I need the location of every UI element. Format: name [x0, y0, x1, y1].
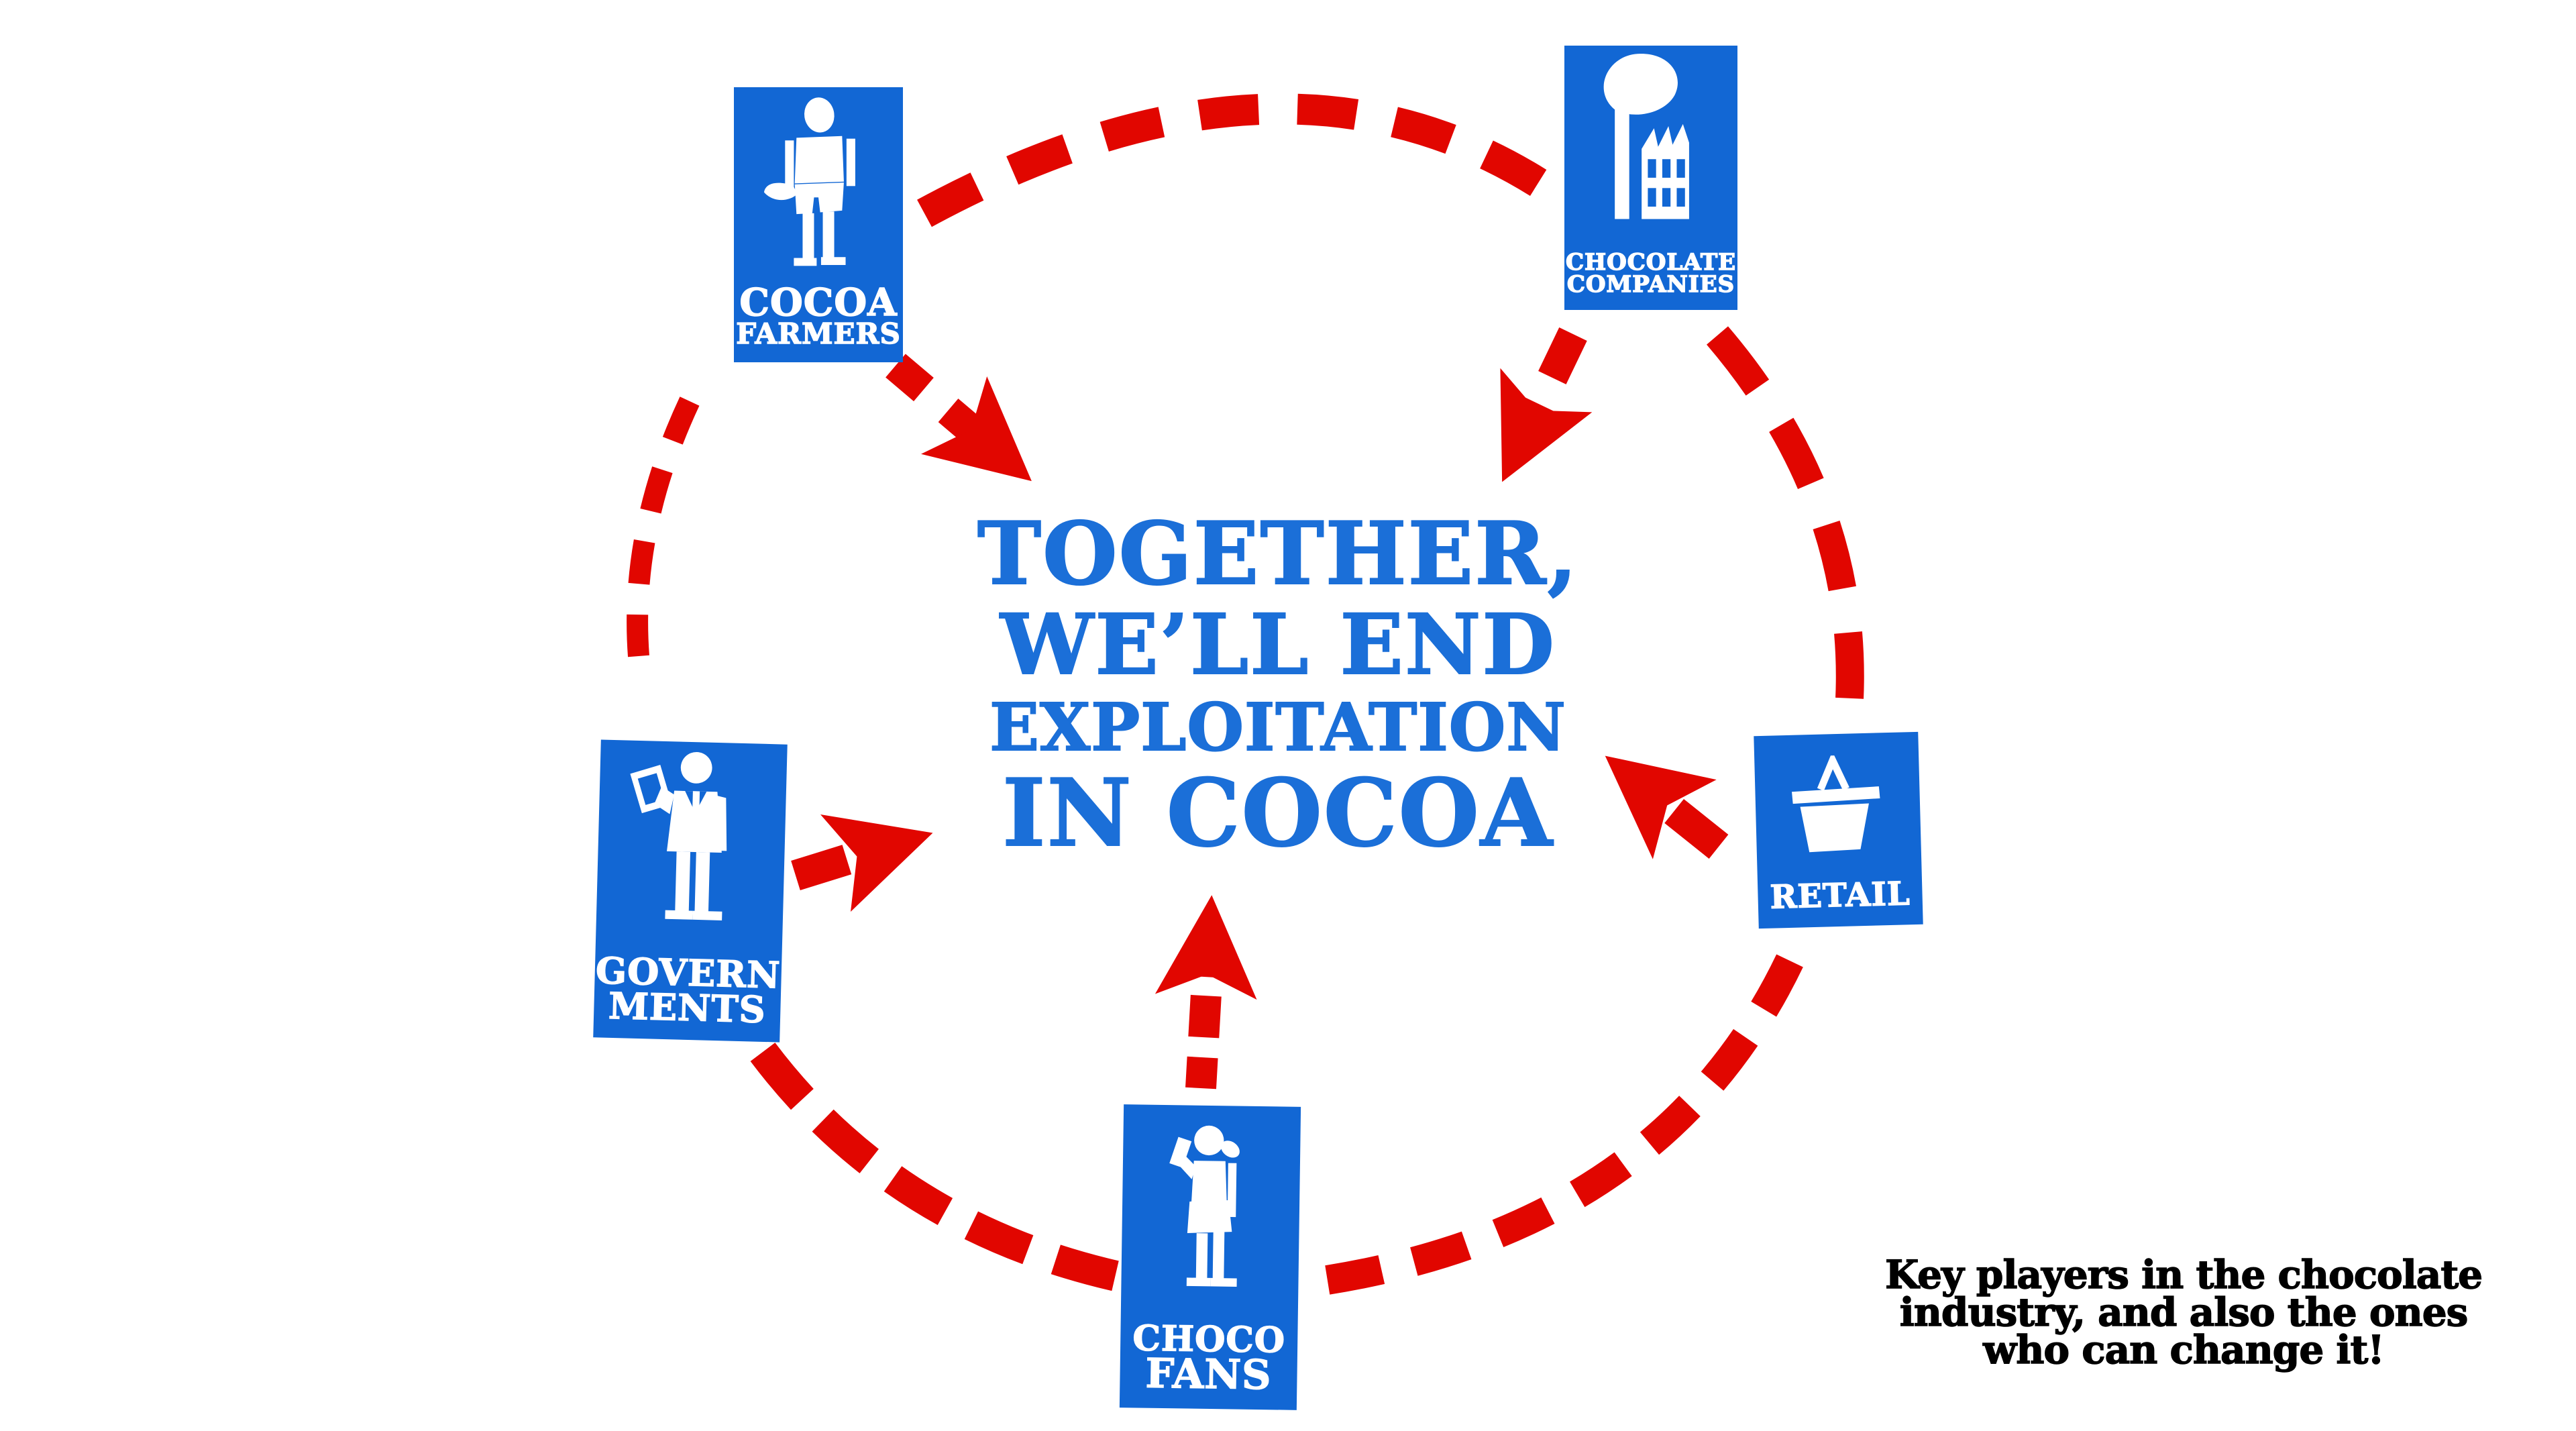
arrow-governments-to-center	[791, 814, 933, 912]
player-label: FARMERS	[735, 317, 901, 351]
farmer-with-machete-icon	[763, 97, 855, 266]
player-label: COCOA	[739, 280, 898, 325]
dashed-arc-bottom-left	[750, 1043, 1123, 1292]
center-message-line: EXPLOITATION	[989, 689, 1566, 765]
dashed-arc-right	[1707, 326, 1864, 700]
dashed-arc-bottom-right	[1307, 954, 1803, 1297]
center-message-line: TOGETHER,	[977, 504, 1579, 604]
caption-line: who can change it!	[1983, 1327, 2385, 1373]
official-with-clipboard-icon	[630, 752, 727, 921]
arrow-chocolate-companies-to-center	[1500, 327, 1593, 482]
player-label: CHOCOLATE	[1565, 249, 1737, 276]
player-card-retail: RETAIL	[1754, 731, 1923, 929]
player-label: RETAIL	[1769, 875, 1911, 917]
caption: Key players in the chocolate industry, a…	[1865, 1252, 2502, 1373]
factory-icon	[1603, 53, 1689, 219]
player-card-cocoa-farmers: COCOA FARMERS	[734, 87, 903, 362]
center-message-line: IN COCOA	[1002, 758, 1554, 867]
arrow-retail-to-center	[1605, 755, 1729, 859]
center-message: TOGETHER, WE’LL END EXPLOITATION IN COCO…	[976, 504, 1580, 867]
player-card-chocolate-companies: CHOCOLATE COMPANIES	[1564, 46, 1737, 310]
player-card-governments: GOVERN MENTS	[593, 739, 788, 1043]
player-card-choco-fans: CHOCO FANS	[1119, 1104, 1301, 1410]
dashed-arc-top	[917, 93, 1557, 227]
arrow-choco-fans-to-center	[1155, 895, 1257, 1090]
chocolate-eater-icon	[1169, 1126, 1240, 1287]
caption-line: Key players in the chocolate	[1884, 1252, 2483, 1297]
player-label: FANS	[1144, 1350, 1272, 1399]
shopping-basket-icon	[1792, 754, 1880, 853]
player-label: COMPANIES	[1566, 270, 1735, 298]
arrow-cocoa-farmers-to-center	[885, 354, 1032, 482]
caption-line: industry, and also the ones	[1899, 1289, 2469, 1335]
dashed-arc-left	[627, 396, 700, 657]
center-message-line: WE’LL END	[1000, 596, 1556, 694]
player-label: MENTS	[608, 984, 767, 1032]
